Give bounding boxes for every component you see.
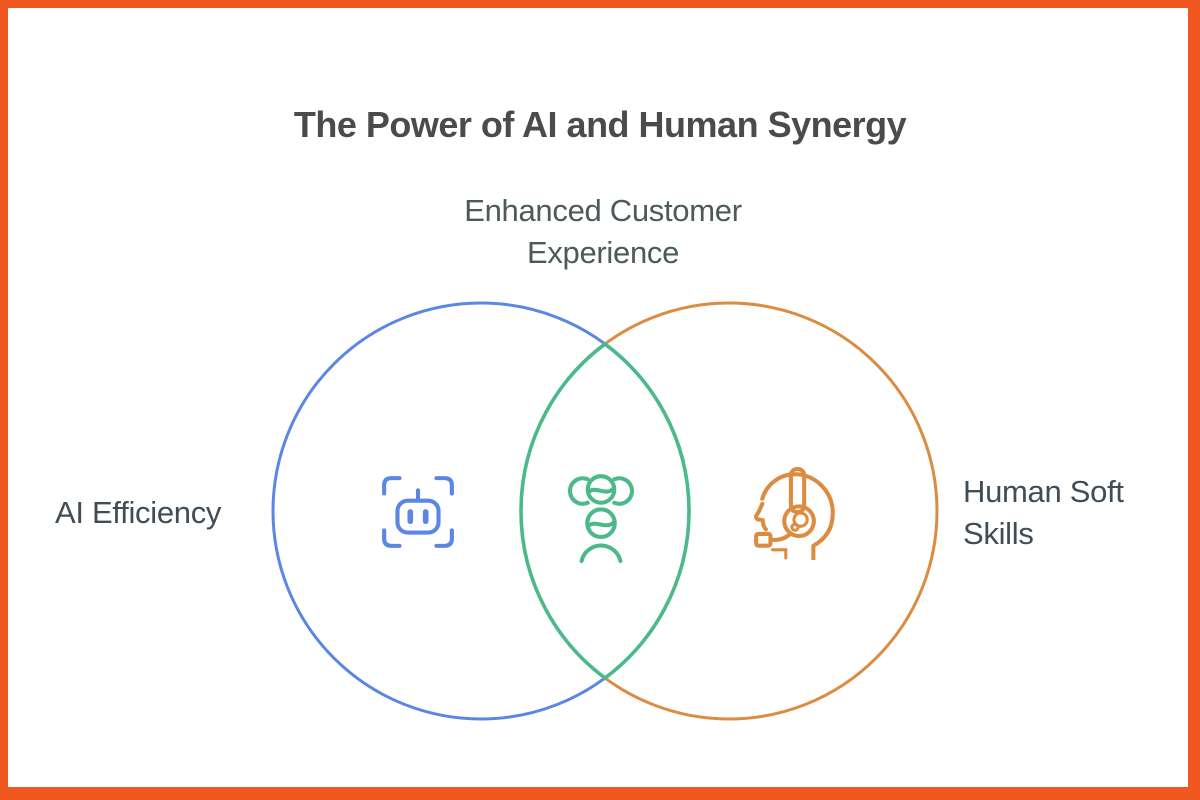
intersection-lens: [519, 341, 691, 681]
right-set-label: Human Soft Skills: [963, 474, 1124, 551]
intersection-label: Enhanced Customer Experience: [464, 193, 742, 270]
page-title: The Power of AI and Human Synergy: [293, 104, 907, 145]
white-card: [8, 8, 1188, 787]
left-set-label: AI Efficiency: [55, 495, 222, 530]
support-headset-icon: [754, 467, 835, 560]
team-group-icon: [568, 474, 634, 563]
robot-scan-icon: [382, 476, 454, 548]
